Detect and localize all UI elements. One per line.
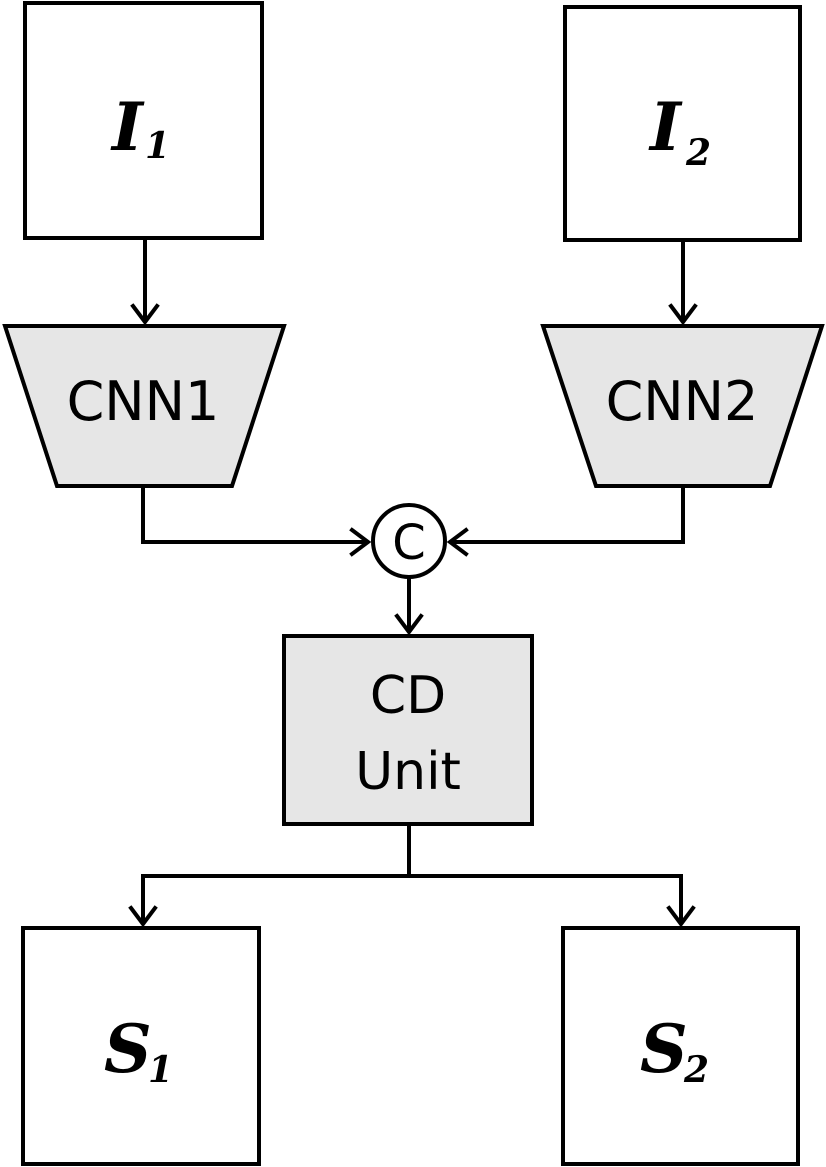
encoder-cnn2-shape: [540, 324, 825, 488]
output-box-s2: S 2: [561, 926, 800, 1166]
encoder-cnn2: CNN2: [540, 324, 825, 488]
input-i1-label-subscript: 1: [145, 125, 170, 167]
input-box-i1-frame: [23, 1, 264, 240]
arrow-i2-to-cnn2: [668, 240, 698, 326]
output-s2-label-subscript: 2: [683, 1049, 709, 1091]
output-box-s1: S 1: [21, 926, 261, 1166]
cd-unit-label-line2: Unit: [355, 742, 461, 802]
cd-unit-shape: [282, 634, 534, 826]
encoder-cnn1: CNN1: [2, 324, 287, 488]
input-i2-label-subscript: 2: [685, 132, 711, 174]
encoder-cnn1-label: CNN1: [67, 370, 220, 433]
encoder-cnn1-shape: [2, 324, 287, 488]
arrow-i2-to-cnn2-head: [668, 303, 698, 326]
input-i2-label-main: I: [648, 88, 683, 166]
cd-unit-block: CD Unit: [282, 634, 534, 826]
arrow-to-s1-head: [128, 905, 158, 928]
arrow-concat-to-cd-unit: [394, 577, 424, 636]
output-box-s1-frame: [21, 926, 261, 1166]
arrow-cnn2-to-concat-head: [446, 527, 469, 557]
cd-unit-label-line1: CD: [370, 666, 446, 726]
arrow-cnn2-to-concat: [446, 486, 685, 557]
output-branch: [128, 824, 696, 928]
arrow-cnn1-to-concat: [141, 486, 372, 557]
output-branch-crossbar: [141, 874, 683, 924]
output-s1-label-subscript: 1: [148, 1049, 173, 1091]
output-s2-label-main: S: [640, 1010, 688, 1088]
arrow-cnn1-to-concat-head: [349, 527, 372, 557]
input-box-i1: I 1: [23, 1, 264, 240]
output-box-s2-frame: [561, 926, 800, 1166]
arrow-i1-to-cnn1-head: [130, 303, 160, 326]
arrow-concat-to-cd-unit-head: [394, 613, 424, 636]
concat-node: C: [371, 503, 447, 579]
output-s1-label-main: S: [104, 1010, 152, 1088]
encoder-cnn2-label: CNN2: [606, 370, 759, 433]
input-i1-label-main: I: [110, 88, 145, 166]
arrow-to-s2-head: [666, 905, 696, 928]
arrow-cnn2-to-concat-line: [450, 486, 685, 544]
arrow-cnn1-to-concat-line: [141, 486, 368, 544]
arrow-i1-to-cnn1: [130, 238, 160, 326]
concat-label: C: [392, 515, 426, 571]
input-box-i2: I 2: [563, 5, 802, 242]
input-box-i2-frame: [563, 5, 802, 242]
